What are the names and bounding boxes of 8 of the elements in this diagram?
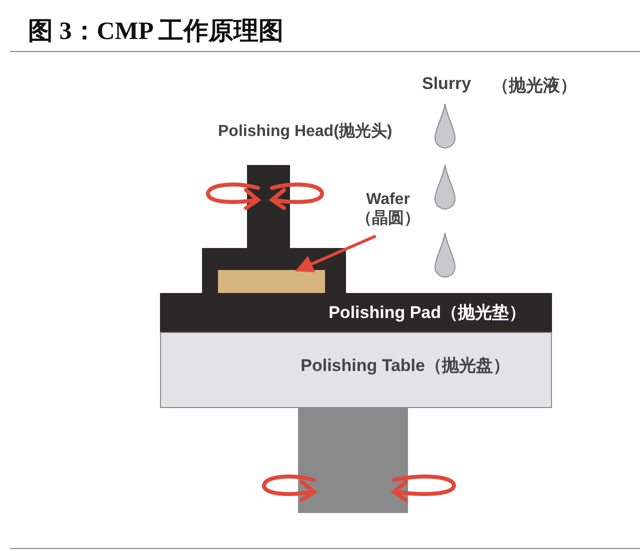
leader-arrow: [295, 234, 376, 272]
wafer-label: Wafer （晶圆）: [355, 190, 421, 228]
head-label: Polishing Head(抛光头): [218, 122, 392, 142]
slurry-label: （抛光液）: [492, 75, 577, 97]
table-label: Polishing Table（抛光盘）: [300, 356, 510, 376]
pad-label: Polishing Pad（抛光垫）: [328, 303, 526, 324]
slurry-label: Slurry: [422, 74, 472, 94]
figure-title: 图 3：CMP 工作原理图: [28, 17, 284, 47]
